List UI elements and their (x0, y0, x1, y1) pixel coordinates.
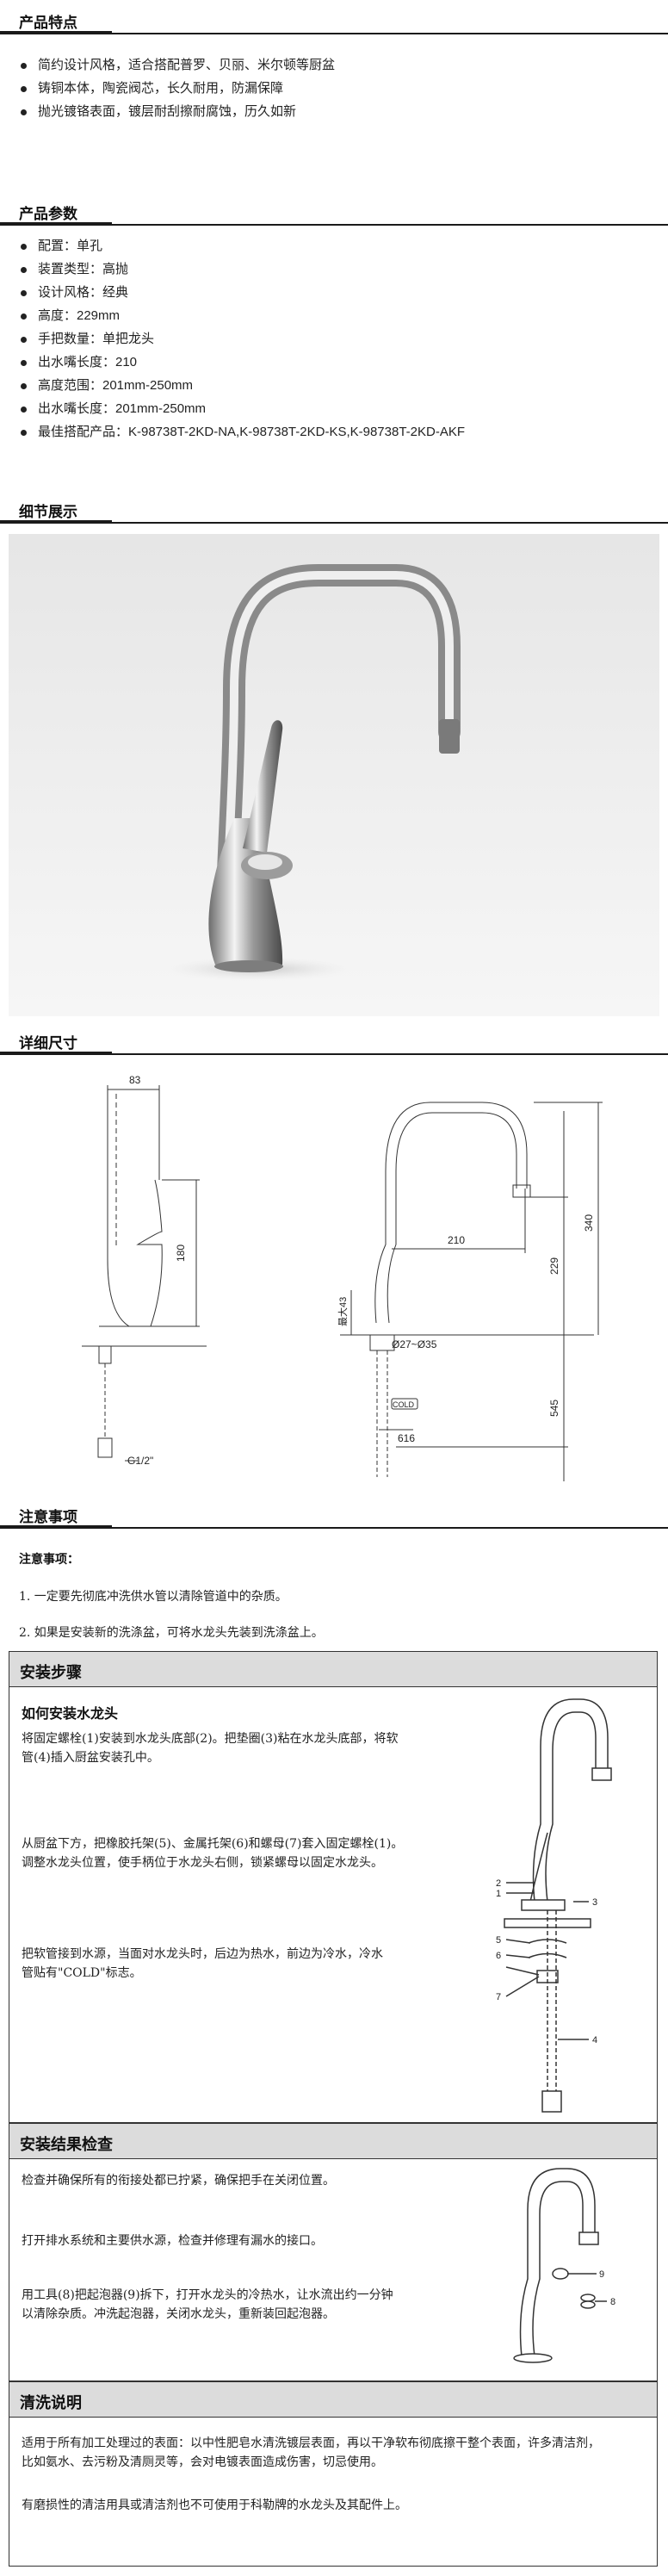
list-item: 抛光镀铬表面，镀层耐刮擦耐腐蚀，历久如新 (19, 100, 335, 123)
dim-545: 545 (548, 1400, 560, 1417)
callout-3: 3 (592, 1897, 597, 1908)
notes-header: 注意事项 (0, 1494, 668, 1529)
details-title: 细节展示 (19, 504, 77, 520)
callout-7: 7 (496, 1992, 501, 2002)
list-item: 装置类型：高抛 (19, 258, 465, 281)
callout-9: 9 (599, 2269, 604, 2280)
cleaning-header: 清洗说明 (9, 2382, 657, 2418)
dim-g12: G1/2" (127, 1455, 153, 1467)
install-header: 安装步骤 (9, 1652, 657, 1687)
divider (0, 522, 668, 524)
dim-229: 229 (548, 1257, 560, 1275)
list-item: 设计风格：经典 (19, 281, 465, 304)
cleaning-title: 清洗说明 (20, 2394, 82, 2412)
dim-83: 83 (129, 1074, 141, 1086)
front-view: 210 229 340 545 最大43 Ø27~Ø35 COLD 616 (337, 1102, 603, 1481)
notes-title: 注意事项 (19, 1509, 77, 1525)
callout-1: 1 (496, 1889, 501, 1899)
dimensions-title: 详细尺寸 (19, 1035, 77, 1052)
install-step: 从厨盆下方，把橡胶托架(5)、金属托架(6)和螺母(7)套入固定螺栓(1)。 调… (22, 1837, 404, 1870)
features-header: 产品特点 (0, 0, 668, 34)
features-list: 简约设计风格，适合搭配普罗、贝丽、米尔顿等厨盆 铸铜本体，陶瓷阀芯，长久耐用，防… (19, 53, 335, 123)
install-subtitle: 如何安装水龙头 (22, 1707, 119, 1722)
callout-8: 8 (610, 2297, 615, 2307)
dim-27-35: Ø27~Ø35 (392, 1338, 437, 1350)
check-title: 安装结果检查 (20, 2136, 113, 2153)
note-item: 2. 如果是安装新的洗涤盆，可将水龙头先装到洗涤盆上。 (19, 1626, 324, 1640)
list-item: 铸铜本体，陶瓷阀芯，长久耐用，防漏保障 (19, 77, 335, 100)
dim-340: 340 (583, 1214, 595, 1232)
divider-accent (0, 31, 112, 34)
list-item: 出水嘴长度：201mm-250mm (19, 397, 465, 420)
note-item: 1. 一定要先彻底冲洗供水管以清除管道中的杂质。 (19, 1590, 288, 1604)
details-header: 细节展示 (0, 489, 668, 524)
divider (0, 33, 668, 34)
list-item: 最佳搭配产品：K-98738T-2KD-NA,K-98738T-2KD-KS,K… (19, 420, 465, 444)
divider (0, 1527, 668, 1529)
list-item: 配置：单孔 (19, 234, 465, 258)
divider (0, 1053, 668, 1055)
divider (0, 224, 668, 226)
dimensions-header: 详细尺寸 (0, 1021, 668, 1055)
list-item: 手把数量：单把龙头 (19, 327, 465, 351)
callout-6: 6 (496, 1951, 501, 1961)
divider-accent (0, 520, 112, 524)
check-step: 打开排水系统和主要供水源，检查并修理有漏水的接口。 (22, 2234, 323, 2248)
install-step: 将固定螺栓(1)安装到水龙头底部(2)。把垫圈(3)粘在水龙头底部，将软 管(4… (22, 1732, 399, 1765)
cleaning-box: 清洗说明 适用于所有加工处理过的表面：以中性肥皂水清洗镀层表面，再以干净软布彻底… (9, 2381, 658, 2567)
callout-5: 5 (496, 1935, 501, 1946)
dimension-drawing: 83 180 G1/2" 210 229 340 545 (0, 1068, 668, 1481)
dim-616: 616 (398, 1432, 415, 1444)
install-step: 把软管接到水源，当面对水龙头时，后边为热水，前边为冷水，冷水 管贴有"COLD"… (22, 1947, 383, 1980)
divider-accent (0, 1525, 112, 1529)
check-header: 安装结果检查 (9, 2124, 657, 2159)
divider-accent (0, 222, 112, 226)
params-title: 产品参数 (19, 206, 77, 222)
divider-accent (0, 1052, 112, 1055)
dim-43: 最大43 (337, 1297, 349, 1326)
params-list: 配置：单孔 装置类型：高抛 设计风格：经典 高度：229mm 手把数量：单把龙头… (19, 234, 465, 444)
install-box: 安装步骤 如何安装水龙头 将固定螺栓(1)安装到水龙头底部(2)。把垫圈(3)粘… (9, 1651, 658, 2123)
callout-2: 2 (496, 1878, 501, 1889)
side-view: 83 180 G1/2" (82, 1074, 207, 1467)
dim-210: 210 (448, 1234, 465, 1246)
install-title: 安装步骤 (20, 1664, 82, 1681)
list-item: 高度：229mm (19, 304, 465, 327)
list-item: 简约设计风格，适合搭配普罗、贝丽、米尔顿等厨盆 (19, 53, 335, 77)
install-diagram: 2 1 3 5 6 7 4 (496, 1698, 612, 2113)
dim-180: 180 (175, 1245, 187, 1262)
params-header: 产品参数 (0, 191, 668, 226)
cleaning-step: 有磨损性的清洁用具或清洁剂也不可使用于科勒牌的水龙头及其配件上。 (22, 2498, 407, 2512)
cold-label: COLD (393, 1400, 415, 1409)
list-item: 出水嘴长度：210 (19, 351, 465, 374)
faucet-photo (9, 534, 659, 1016)
check-box: 安装结果检查 检查并确保所有的衔接处都已拧紧，确保把手在关闭位置。 打开排水系统… (9, 2123, 658, 2381)
notes-subtitle: 注意事项： (19, 1552, 79, 1566)
check-diagram: 9 8 (513, 2168, 615, 2363)
cleaning-step: 适用于所有加工处理过的表面：以中性肥皂水清洗镀层表面，再以干净软布彻底擦干整个表… (22, 2436, 600, 2469)
callout-4: 4 (592, 2035, 597, 2045)
features-title: 产品特点 (19, 15, 77, 31)
check-step: 检查并确保所有的衔接处都已拧紧，确保把手在关闭位置。 (22, 2174, 335, 2188)
check-step: 用工具(8)把起泡器(9)拆下，打开水龙头的冷热水，让水流出约一分钟 以清除杂质… (22, 2288, 393, 2321)
list-item: 高度范围：201mm-250mm (19, 374, 465, 397)
